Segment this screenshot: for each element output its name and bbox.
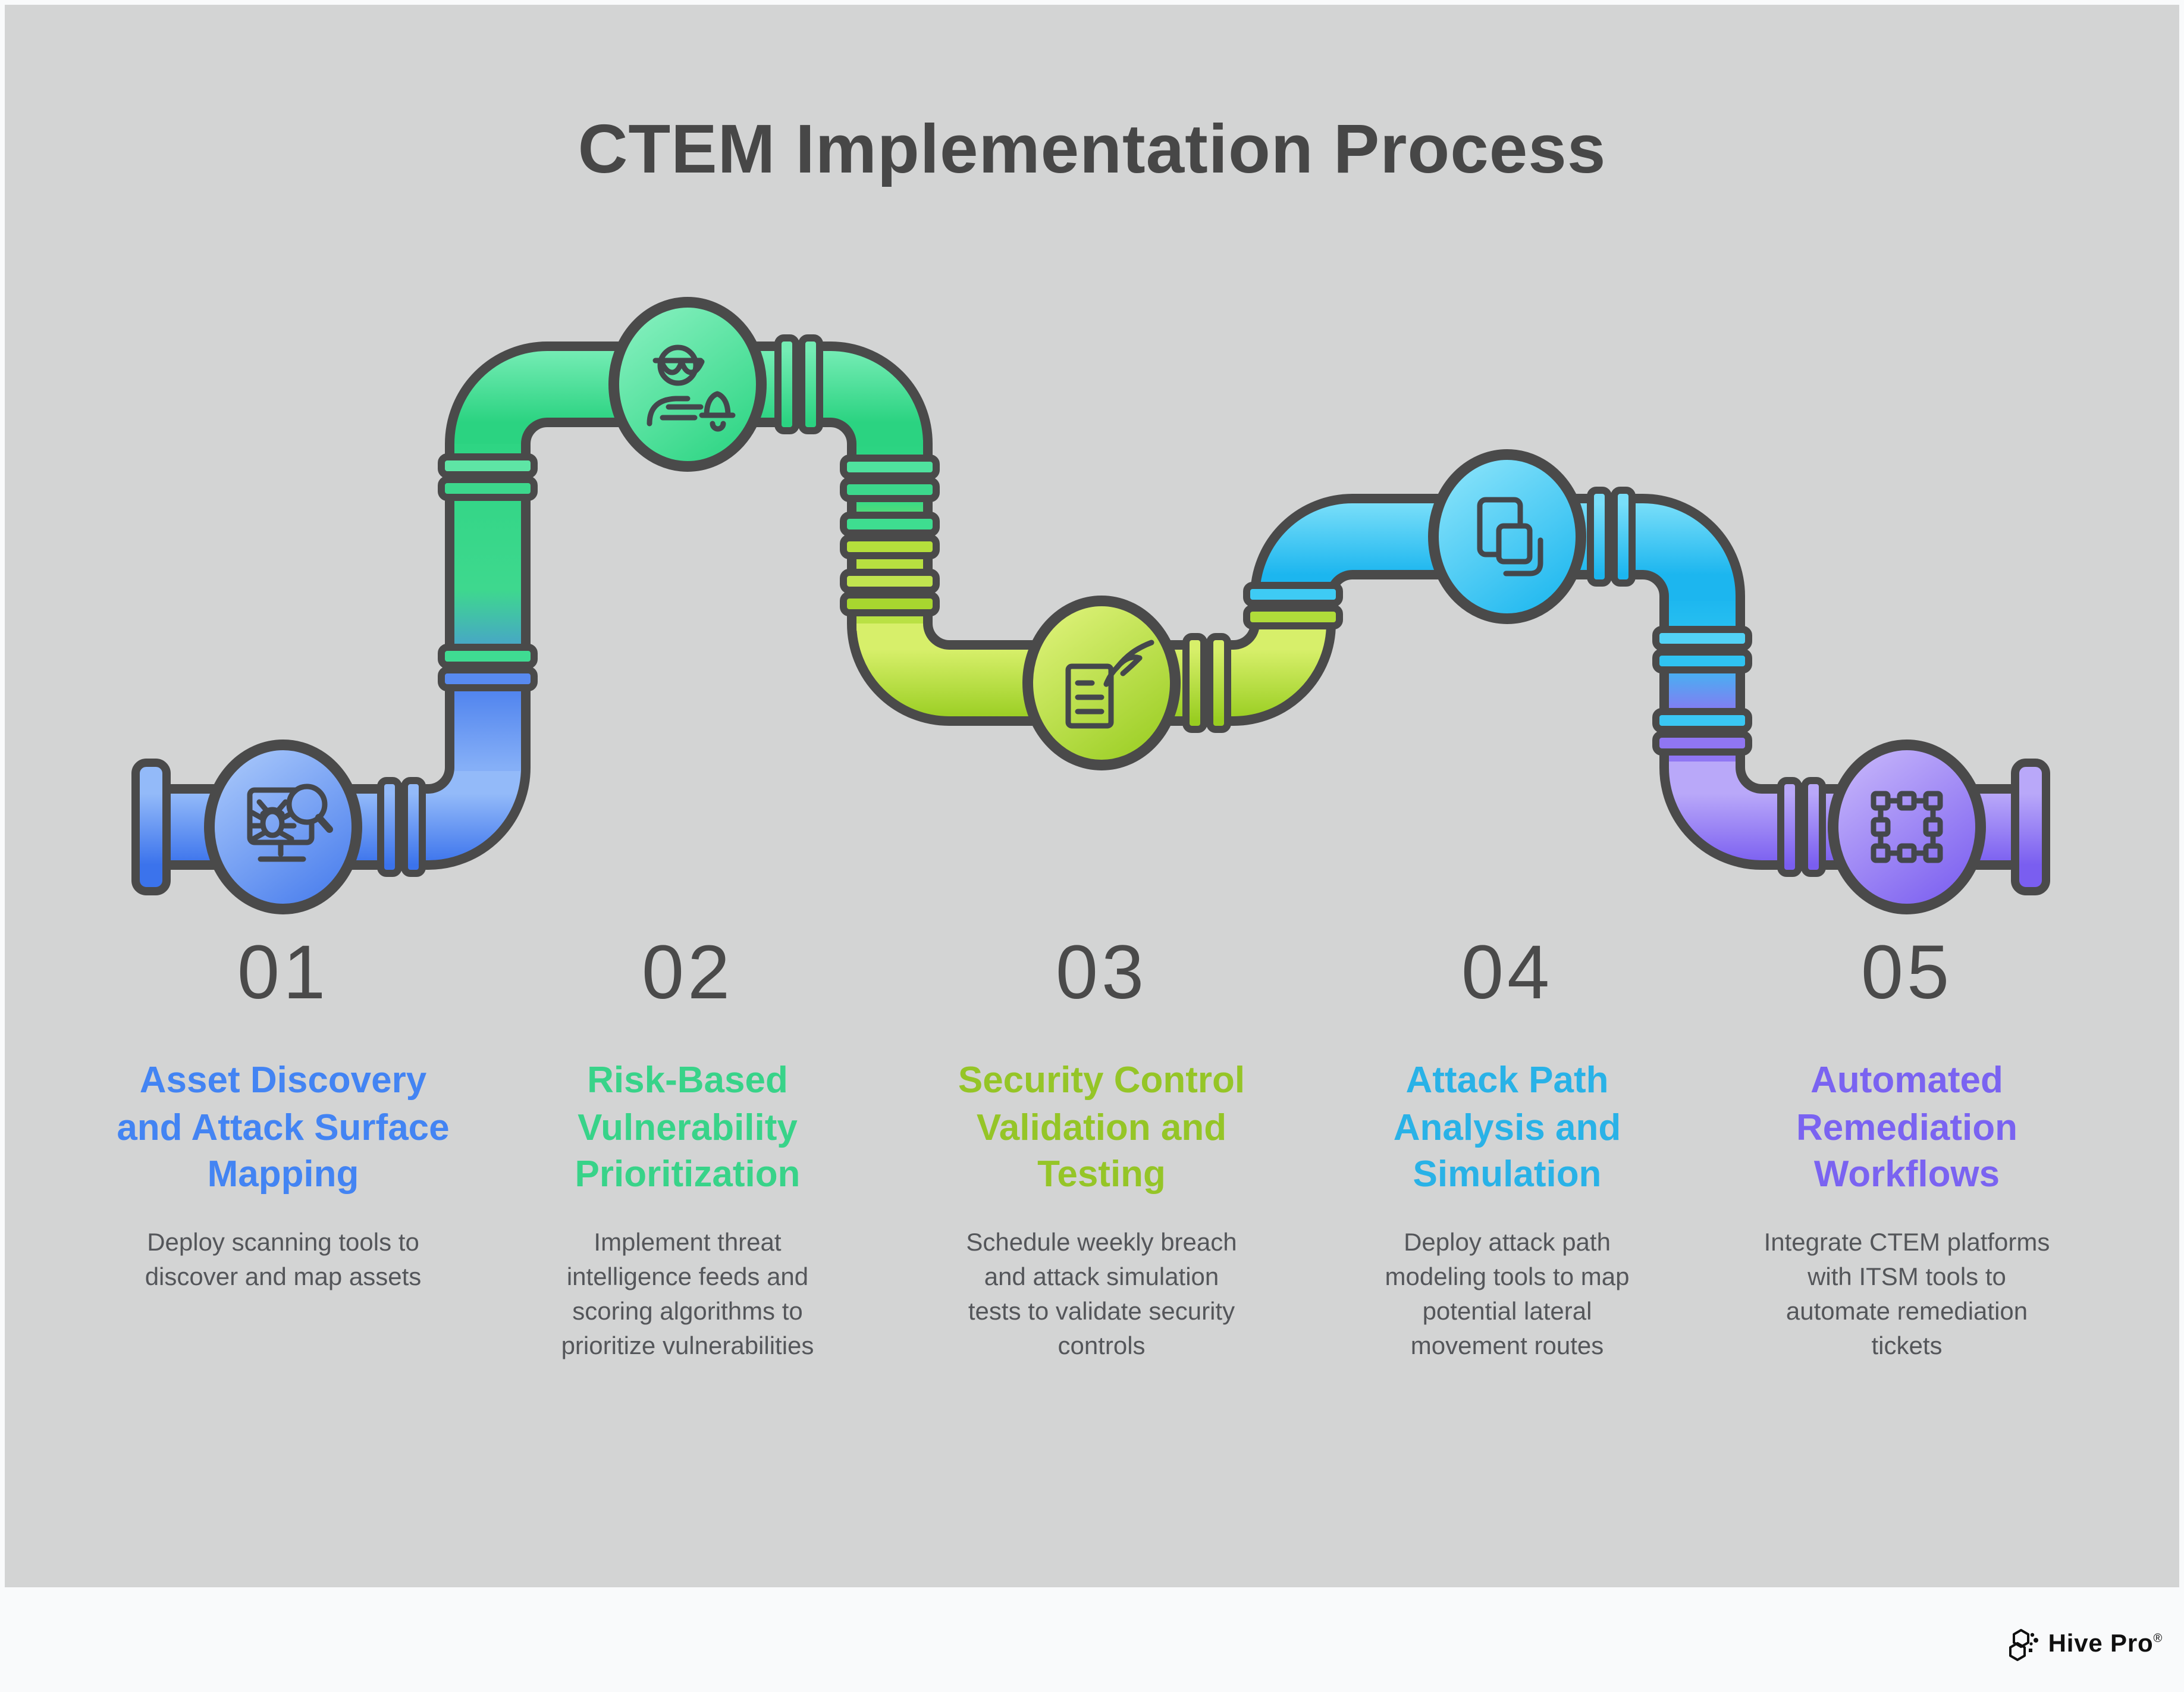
step-title: Asset Discovery and Attack Surface Mappi… [117,1059,450,1195]
step-column-4: 04 Attack Path Analysis and Simulation D… [1329,928,1686,1365]
hand-document-icon [1065,640,1154,729]
monitor-bug-scan-icon [247,784,333,862]
registered-mark: ® [2153,1633,2163,1646]
step-number: 05 [1860,929,1953,1015]
chip-patch-icon [1871,791,1943,863]
step-column-1: 01 Asset Discovery and Attack Surface Ma… [105,928,462,1296]
step-description: Deploy scanning tools to discover and ma… [145,1229,422,1291]
pipe-couplings [377,334,1826,877]
step-number: 01 [237,929,330,1015]
brand-logo: Hive Pro® [2009,1628,2163,1661]
step-description: Schedule weekly breach and attack simula… [966,1229,1237,1360]
step-column-3: 03 Security Control Validation and Testi… [923,928,1280,1365]
step-title: Automated Remediation Workflows [1796,1059,2018,1195]
step-5-node [1828,740,1986,914]
overlapping-squares-icon [1477,497,1543,576]
pipe-end-cap [2011,759,2050,895]
pipe-purple [1669,762,2025,860]
step-number: 04 [1461,929,1554,1015]
step-title: Security Control Validation and Testing [958,1059,1245,1195]
step-number: 03 [1055,929,1148,1015]
step-3-node [1022,596,1181,770]
pipe-blue [140,766,521,860]
step-column-2: 02 Risk-Based Vulnerability Prioritizati… [509,928,866,1365]
step-number: 02 [641,929,734,1015]
pipe-lime [856,599,1326,716]
step-description: Deploy attack path modeling tools to map… [1385,1229,1630,1360]
hive-pro-hexagon-icon [2009,1629,2038,1661]
step-description: Implement threat intelligence feeds and … [561,1229,814,1360]
step-description: Integrate CTEM platforms with ITSM tools… [1763,1229,2050,1360]
step-title: Attack Path Analysis and Simulation [1393,1059,1621,1195]
step-column-5: 05 Automated Remediation Workflows Integ… [1728,928,2085,1365]
analyst-alert-icon [647,344,736,432]
step-title: Risk-Based Vulnerability Prioritization [575,1059,801,1195]
page-title: CTEM Implementation Process [578,111,1606,188]
brand-name: Hive Pro® [2048,1630,2163,1657]
step-2-node [608,297,767,472]
pipe-start-cap [131,759,171,895]
